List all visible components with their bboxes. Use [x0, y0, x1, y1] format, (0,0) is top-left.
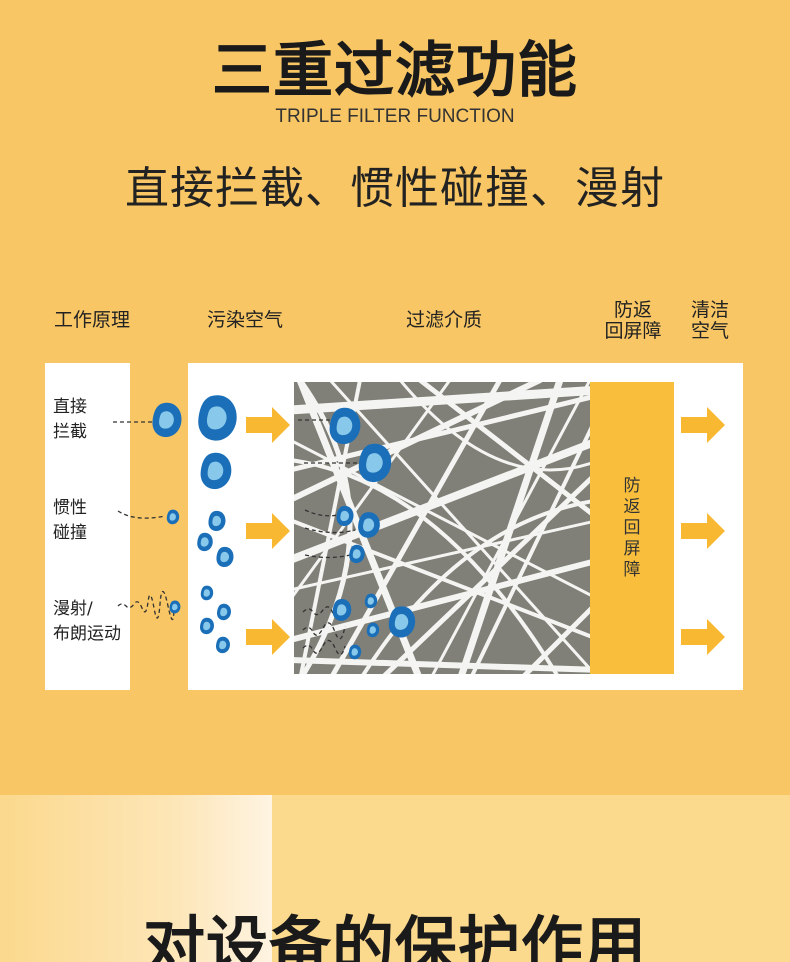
column-anti-backflow: 防返 回屏障: [596, 300, 670, 342]
flow-arrow: [681, 513, 725, 549]
filter-diagram: [113, 382, 725, 674]
row-label-direct-interception: 直接 拦截: [53, 395, 87, 445]
bottom-section: [0, 795, 790, 962]
column-filter-media: 过滤介质: [405, 309, 482, 331]
particle: [197, 532, 213, 552]
barrier-char: 回: [623, 518, 641, 538]
particle: [169, 600, 181, 614]
row-label-line: 碰撞: [53, 523, 87, 543]
anti-backflow-barrier: [590, 382, 674, 674]
mechanisms-heading: 直接拦截、惯性碰撞、漫射: [125, 163, 665, 214]
row-label-line: 惯性: [53, 498, 87, 518]
flow-arrow: [681, 619, 725, 655]
column-clean-air: 清洁 空气: [684, 300, 736, 342]
column-polluted-air: 污染空气: [206, 309, 283, 331]
particle: [198, 395, 237, 441]
principle-panel: [45, 363, 130, 690]
particle: [215, 636, 230, 654]
dashed-guides: [113, 419, 358, 656]
row-label-diffusion: 漫射/ 布朗运动: [53, 597, 121, 647]
particle: [200, 452, 232, 490]
column-principle: 工作原理: [53, 309, 130, 331]
column-anti-backflow-line-2: 回屏障: [604, 320, 662, 342]
column-anti-backflow-line-1: 防返: [613, 299, 652, 321]
particle: [199, 617, 214, 635]
column-clean-air-line-1: 清洁: [690, 299, 729, 321]
row-label-line: 直接: [53, 397, 87, 417]
barrier-char: 障: [623, 560, 641, 580]
flow-arrow: [246, 619, 290, 655]
column-clean-air-line-2: 空气: [690, 320, 729, 342]
page-subtitle: TRIPLE FILTER FUNCTION: [275, 106, 515, 127]
row-label-line: 漫射/: [53, 599, 93, 619]
particle: [216, 603, 231, 621]
barrier-char: 返: [623, 497, 641, 517]
barrier-char: 屏: [623, 539, 641, 559]
barrier-label: 防 返 回 屏 障: [622, 476, 642, 581]
particle: [200, 585, 214, 601]
bottom-highlight: [0, 795, 272, 962]
particle: [166, 509, 180, 525]
barrier-char: 防: [623, 476, 641, 496]
flow-arrow: [681, 407, 725, 443]
protection-heading: 对设备的保护作用: [142, 909, 647, 962]
particle: [216, 546, 234, 568]
row-label-inertial-impaction: 惯性 碰撞: [53, 496, 87, 546]
row-label-line: 布朗运动: [53, 624, 121, 644]
flow-arrow: [246, 513, 290, 549]
flow-arrow: [246, 407, 290, 443]
page-title: 三重过滤功能: [212, 36, 578, 106]
row-label-line: 拦截: [53, 422, 87, 442]
particle: [152, 402, 182, 438]
particle: [208, 510, 226, 532]
